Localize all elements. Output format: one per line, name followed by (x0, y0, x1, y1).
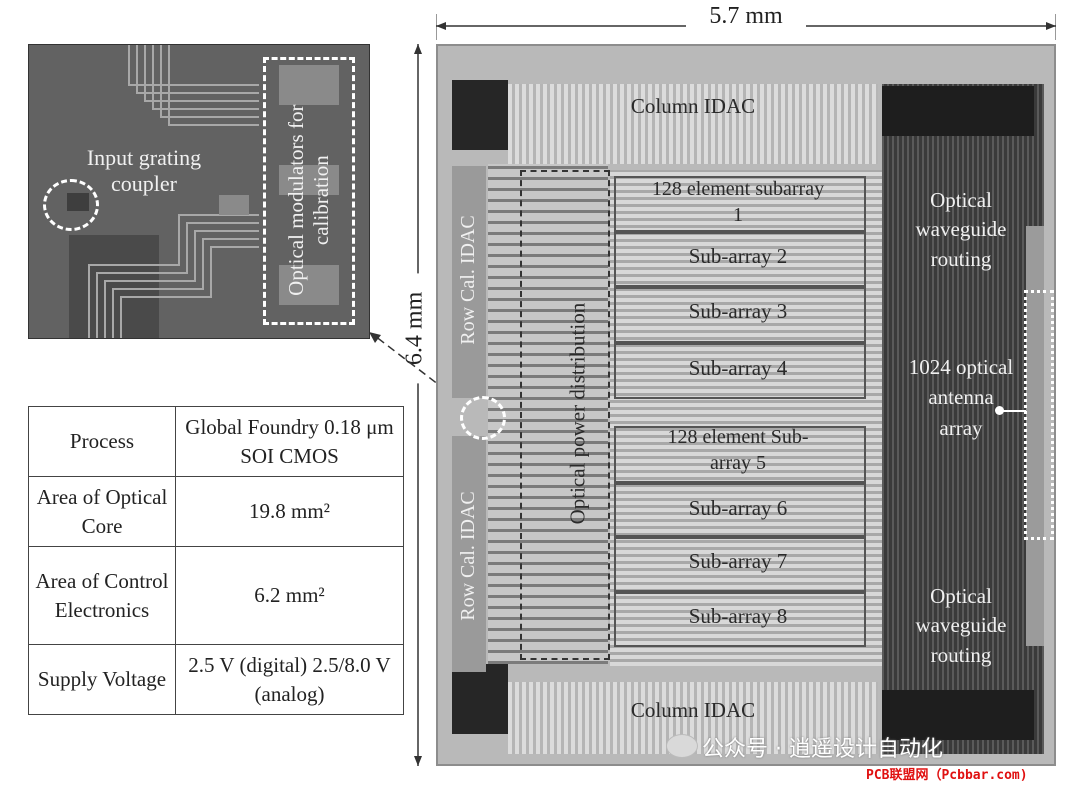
routing-top-pad (882, 86, 1034, 136)
subarray-1 (614, 176, 866, 232)
waveguide-routing-region (882, 84, 1044, 754)
spec-label: Area of Control Electronics (28, 546, 176, 645)
subarray-label: Sub-array 2 (688, 244, 788, 268)
subarray-2 (614, 232, 866, 287)
row-cal-top-label: Row Cal. IDAC (457, 215, 479, 345)
row-cal-bottom-label: Row Cal. IDAC (457, 491, 479, 621)
subarray-6 (614, 483, 866, 537)
subarray-region (610, 170, 882, 666)
power-distribution-region (488, 164, 608, 664)
wechat-icon (666, 734, 698, 758)
subarray-label: Sub-array 3 (688, 299, 788, 323)
column-idac-bottom-label: Column IDAC (630, 698, 756, 722)
wechat-watermark: 公众号 · 逍遥设计自动化 (702, 737, 943, 762)
inset-micrograph: Input grating coupler Optical modulators… (28, 44, 370, 339)
subarray-label: Sub-array 7 (688, 549, 788, 573)
spec-label: Process (28, 406, 176, 477)
subarray-8 (614, 592, 866, 647)
antenna-highlight-box (1024, 290, 1054, 540)
table-row: Area of Optical Core 19.8 mm² (28, 476, 404, 547)
spec-value: 2.5 V (digital) 2.5/8.0 V (analog) (175, 644, 404, 715)
chip-coupler-circle (460, 396, 506, 440)
subarray-4 (614, 343, 866, 399)
antenna-label: 1024 optical antenna array (908, 355, 1014, 440)
antenna-strip (1026, 226, 1044, 646)
spec-table: Process Global Foundry 0.18 μm SOI CMOS … (28, 406, 404, 715)
table-row: Area of Control Electronics 6.2 mm² (28, 546, 404, 645)
row-cal-bottom-strip (452, 436, 486, 672)
spec-value: 6.2 mm² (175, 546, 404, 645)
row-cal-top-strip (452, 166, 486, 398)
subarray-3 (614, 287, 866, 343)
antenna-pointer-dot (995, 406, 1004, 415)
routing-top-label: Optical waveguide routing (915, 188, 1007, 271)
routing-bottom-label: Optical waveguide routing (915, 584, 1007, 667)
coupler-highlight-circle (43, 179, 99, 231)
power-distribution-label: Optical power distribution (565, 302, 590, 525)
spec-label: Area of Optical Core (28, 476, 176, 547)
subarray-label: Sub-array 4 (688, 356, 788, 380)
width-label: 5.7 mm (686, 2, 806, 31)
modulator-label: Optical modulators for calibration (283, 104, 333, 296)
subarray-5 (614, 426, 866, 483)
column-idac-top-block (508, 84, 878, 164)
spec-label: Supply Voltage (28, 644, 176, 715)
subarray-label: Sub-array 8 (688, 604, 788, 628)
height-dimension: 6.4 mm (400, 44, 434, 766)
column-idac-top-label: Column IDAC (630, 94, 756, 118)
table-row: Supply Voltage 2.5 V (digital) 2.5/8.0 V… (28, 644, 404, 715)
antenna-pointer-line (1000, 410, 1026, 412)
table-row: Process Global Foundry 0.18 μm SOI CMOS (28, 406, 404, 477)
corner-pad (452, 80, 508, 150)
power-distribution-box (520, 170, 610, 660)
chip-micrograph: Column IDAC Column IDAC Row Cal. IDAC Ro… (436, 44, 1056, 766)
inset-leader-arrow (369, 332, 478, 415)
subarray-label: 128 element Sub-array 5 (667, 426, 809, 474)
subarray-label: 128 element subarray 1 (651, 178, 825, 226)
routing-bottom-pad (882, 690, 1034, 740)
subarray-7 (614, 537, 866, 592)
coupler-label: Input grating coupler (86, 145, 202, 197)
spec-value: 19.8 mm² (175, 476, 404, 547)
site-watermark: PCB联盟网（Pcbbar.com) (866, 768, 1028, 783)
spec-value: Global Foundry 0.18 μm SOI CMOS (175, 406, 404, 477)
subarray-label: Sub-array 6 (688, 496, 788, 520)
corner-pad (452, 664, 508, 734)
height-arrow (414, 44, 422, 766)
modulator-highlight-box (263, 57, 355, 325)
width-dimension: 5.7 mm (436, 2, 1056, 40)
